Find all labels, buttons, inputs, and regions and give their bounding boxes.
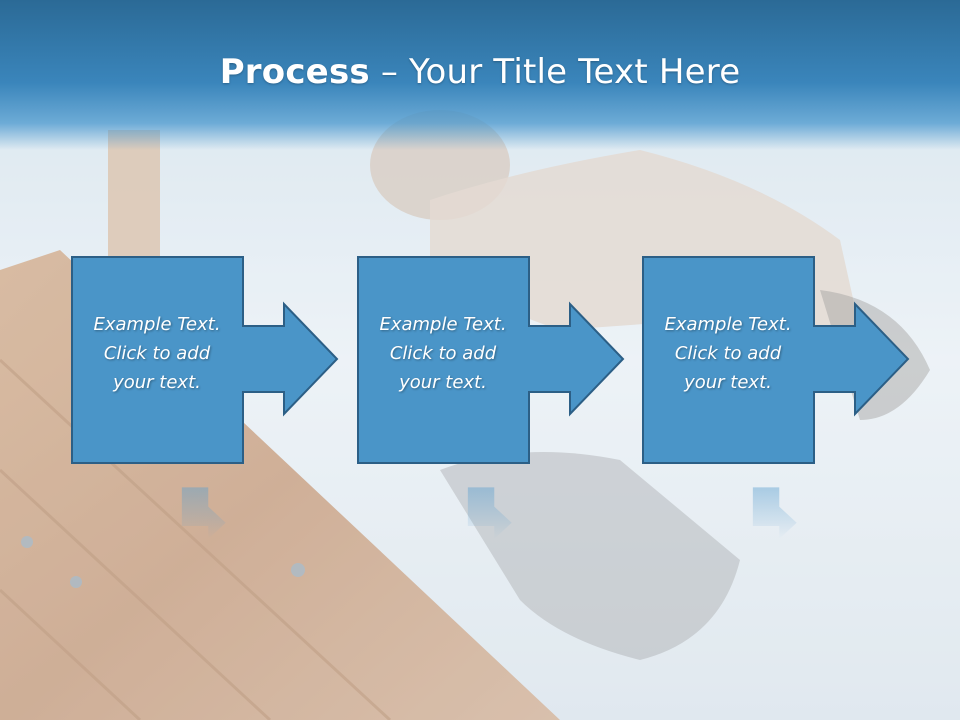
process-step-2[interactable]: Example Text. Click to add your text. [357, 256, 625, 464]
arrow-box-shape [71, 256, 339, 464]
step-text[interactable]: Example Text. Click to add your text. [357, 310, 529, 397]
step-text[interactable]: Example Text. Click to add your text. [71, 310, 243, 397]
step-line-2: Click to add [103, 343, 211, 364]
step-line-1: Example Text. [379, 314, 507, 335]
process-step-1[interactable]: Example Text. Click to add your text. [71, 256, 339, 464]
step-line-2: Click to add [389, 343, 497, 364]
step-line-3: your text. [399, 372, 487, 393]
arrow-box-shape [357, 256, 625, 464]
title-rest: – Your Title Text Here [369, 52, 741, 92]
title-bold: Process [219, 52, 370, 92]
step-text[interactable]: Example Text. Click to add your text. [642, 310, 814, 397]
process-step-3[interactable]: Example Text. Click to add your text. [642, 256, 910, 464]
slide-title[interactable]: Process – Your Title Text Here [0, 52, 960, 92]
step-line-1: Example Text. [664, 314, 792, 335]
step-line-3: your text. [113, 372, 201, 393]
step-line-2: Click to add [674, 343, 782, 364]
arrow-box-shape [642, 256, 910, 464]
title-band [0, 0, 960, 150]
step-line-3: your text. [684, 372, 772, 393]
step-line-1: Example Text. [93, 314, 221, 335]
